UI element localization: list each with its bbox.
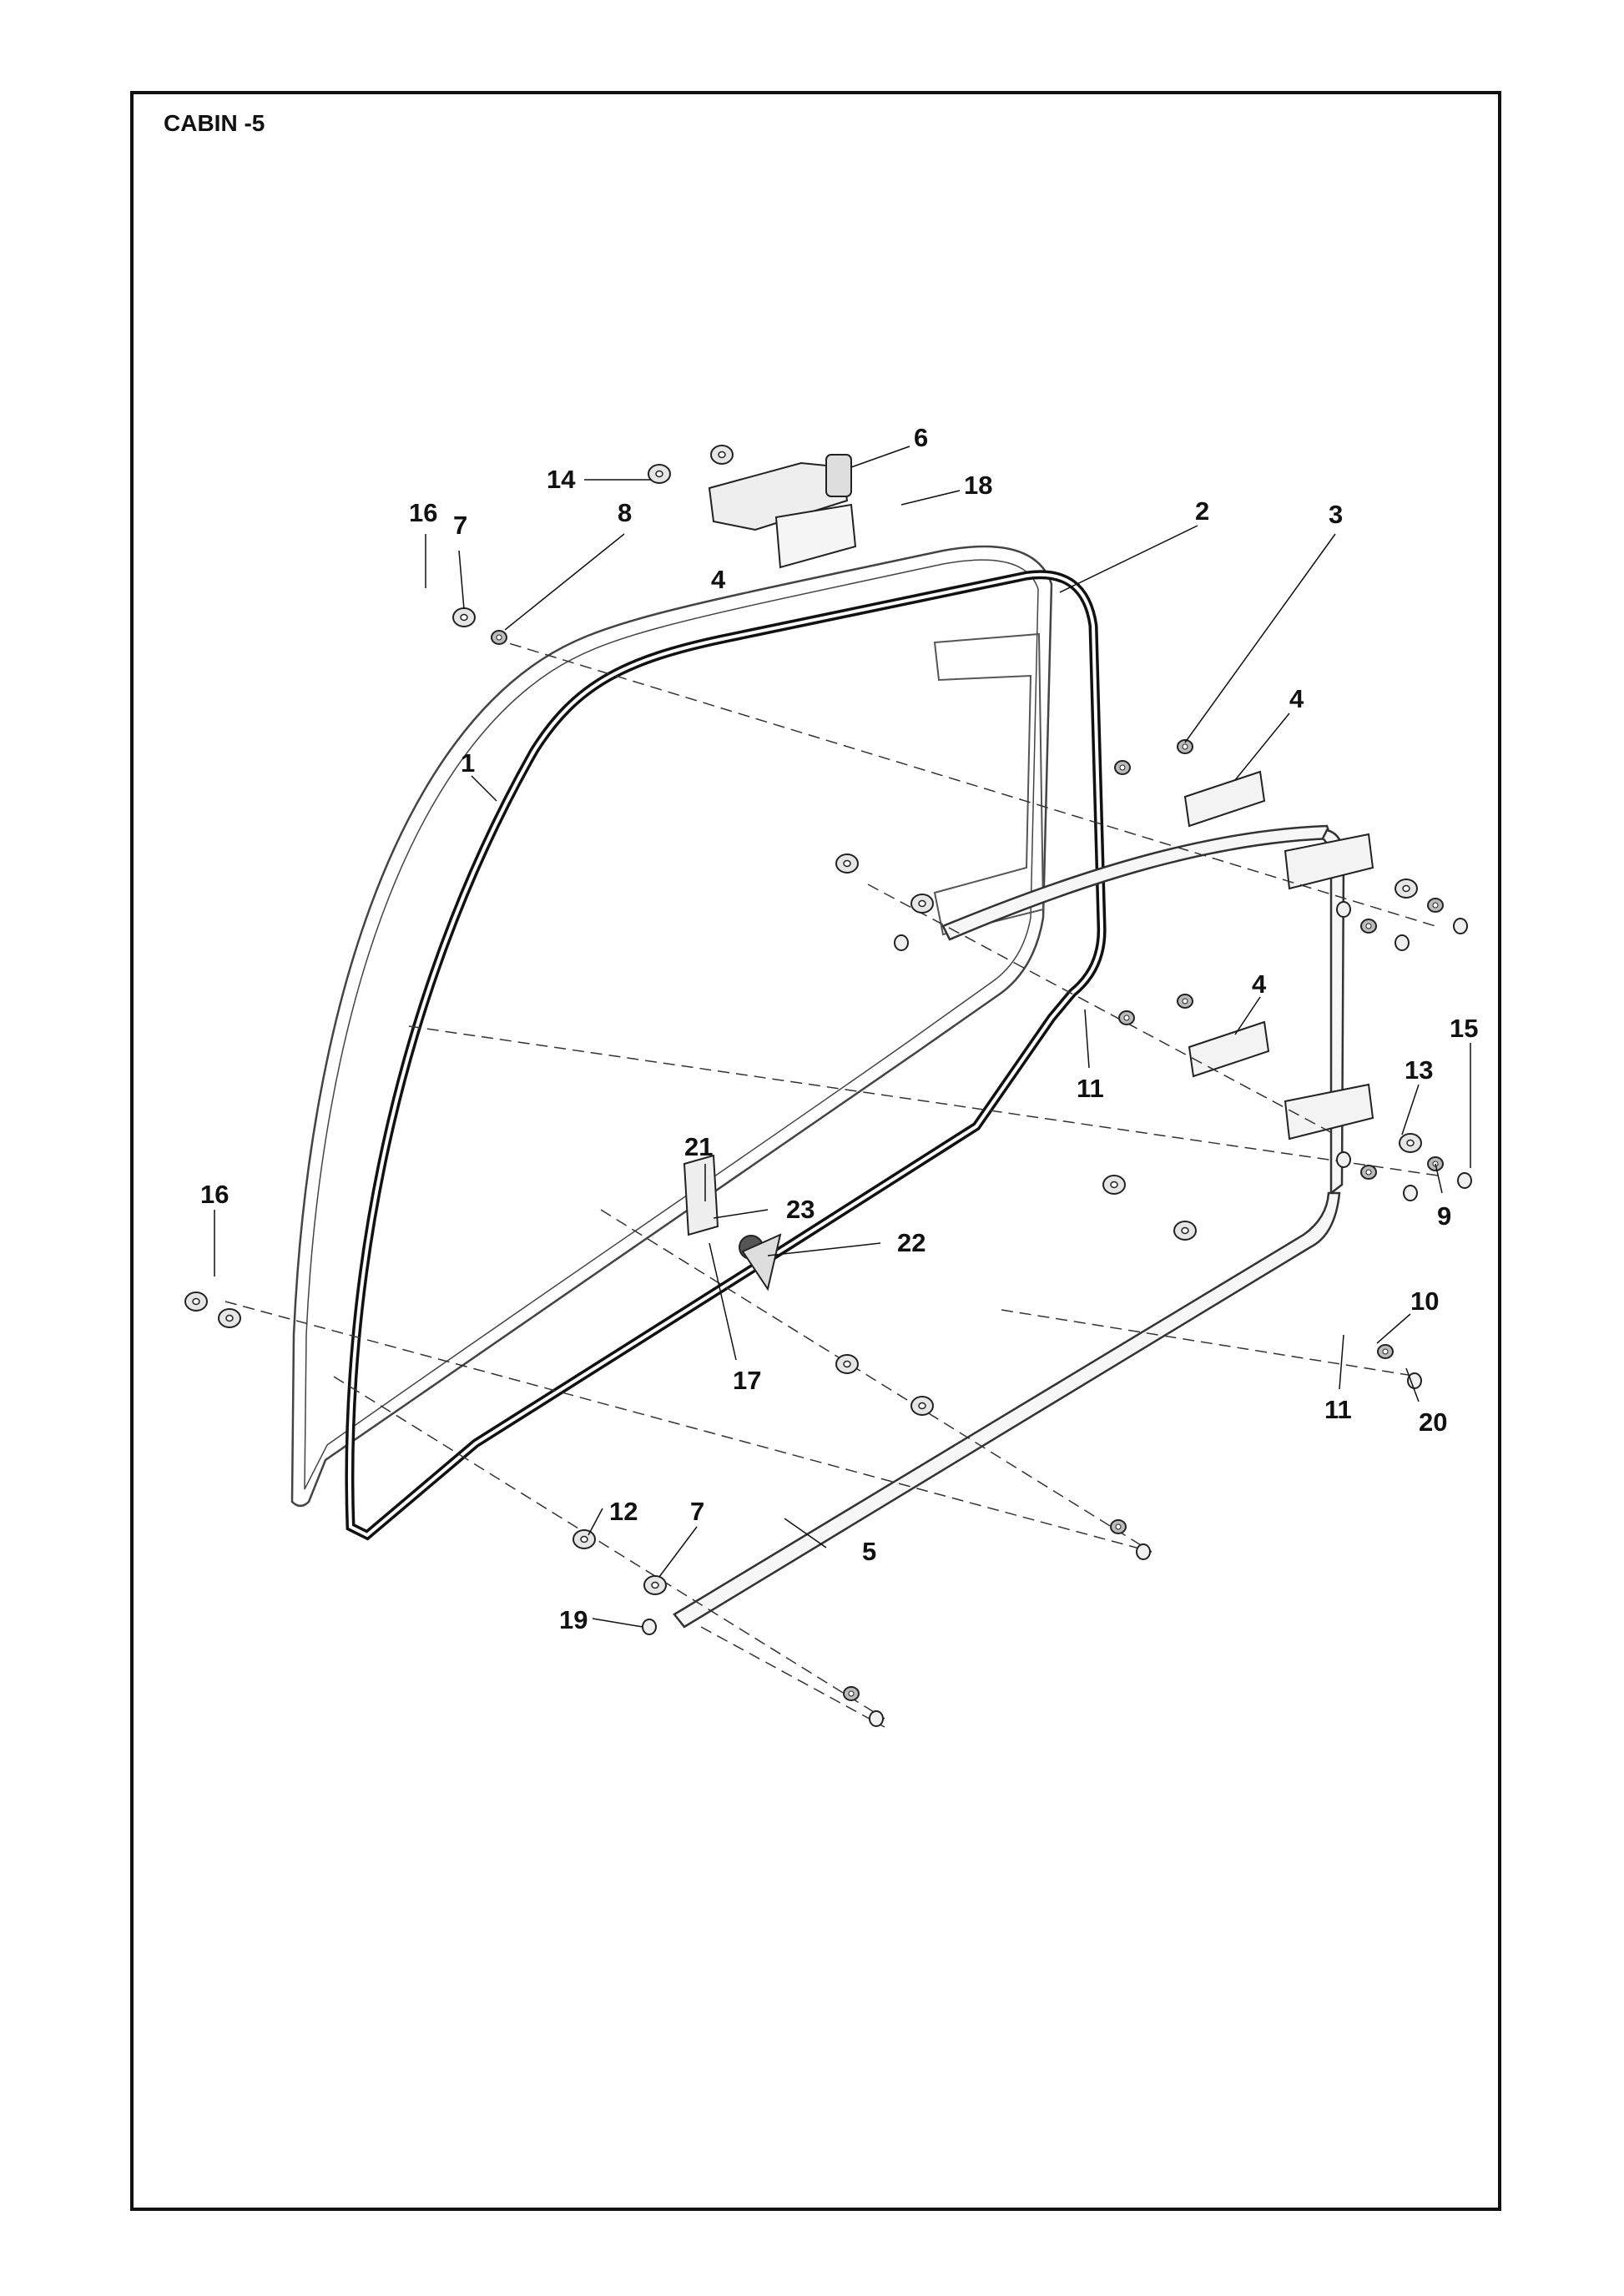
- callout-22: 22: [897, 1228, 925, 1257]
- callout-14: 14: [547, 465, 576, 494]
- page-title: CABIN -5: [164, 110, 265, 136]
- latch-assembly: [683, 1154, 782, 1292]
- callout-numbers: 14 6 18 16 7 8 2 3 4 4 1 4 15 13 11 21 9…: [200, 423, 1478, 1634]
- callout-4-right: 4: [1289, 684, 1304, 713]
- assembly-centerlines: [224, 637, 1445, 1728]
- callout-21: 21: [684, 1132, 713, 1161]
- callout-5: 5: [862, 1537, 876, 1566]
- hinge: [708, 454, 857, 569]
- callout-19: 19: [559, 1605, 588, 1634]
- callout-16-top: 16: [409, 498, 437, 527]
- callout-16-left: 16: [200, 1180, 229, 1209]
- mounting-plate: [933, 632, 1045, 936]
- callout-23: 23: [786, 1195, 815, 1224]
- callout-1: 1: [461, 748, 475, 778]
- frame-tube: [673, 824, 1345, 1629]
- callout-4-middle: 4: [1252, 969, 1267, 999]
- callout-4-top: 4: [711, 565, 726, 594]
- callout-7-top: 7: [453, 511, 467, 540]
- callout-11-lower: 11: [1324, 1395, 1352, 1424]
- bracket-plates: [1183, 770, 1374, 1140]
- callout-2: 2: [1195, 496, 1209, 526]
- callout-8: 8: [618, 498, 632, 527]
- callout-3: 3: [1329, 500, 1343, 529]
- callout-7-bottom: 7: [690, 1497, 704, 1526]
- callout-6: 6: [914, 423, 928, 452]
- callout-9: 9: [1437, 1201, 1451, 1231]
- callout-10: 10: [1410, 1286, 1439, 1316]
- callout-20: 20: [1419, 1407, 1447, 1437]
- callout-15: 15: [1450, 1014, 1478, 1043]
- drawing-frame: [130, 91, 1501, 2211]
- leader-lines: [214, 446, 1471, 1628]
- callout-12: 12: [609, 1497, 638, 1526]
- callout-11-upper: 11: [1077, 1074, 1104, 1103]
- door-seal: [345, 570, 1107, 1541]
- callout-13: 13: [1405, 1055, 1433, 1085]
- callout-18: 18: [964, 471, 992, 500]
- callout-17: 17: [733, 1366, 761, 1395]
- door-glass-panel: [290, 545, 1053, 1508]
